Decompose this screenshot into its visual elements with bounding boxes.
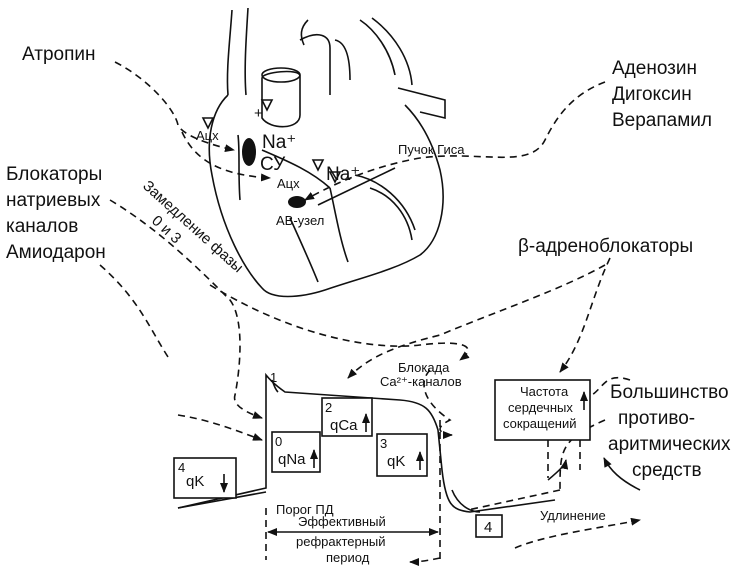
- atropine-label: Атропин: [22, 44, 96, 65]
- aorta-opening: [262, 68, 300, 82]
- plus-sign: +: [254, 105, 263, 122]
- hr-line1: Частота: [520, 384, 569, 399]
- ca-block-line1: Блокада: [398, 360, 450, 375]
- his-bundle-label: Пучок Гиса: [398, 142, 465, 157]
- ach-label-top: Ацх: [196, 128, 219, 143]
- svc-vessel: [227, 10, 232, 95]
- av-node: [288, 196, 306, 208]
- digoxin-label: Дигоксин: [612, 84, 692, 105]
- phase0-label: qNa: [278, 451, 306, 468]
- pulm-artery-2: [301, 20, 308, 45]
- left-entry-arrow: [178, 415, 262, 440]
- most-drugs-line4: средств: [632, 460, 702, 481]
- ach-label-mid: Ацх: [277, 176, 300, 191]
- ach-receptor-2: [262, 100, 272, 110]
- sa-node: [242, 138, 256, 166]
- beta-blocker-arrow: [348, 265, 605, 378]
- most-drugs-line3: аритмических: [608, 434, 731, 455]
- prolongation-arrow: [515, 520, 640, 548]
- phase3-label: qK: [387, 453, 405, 470]
- heart-inner-left-2: [370, 188, 412, 240]
- ach-receptor-3: [313, 160, 323, 170]
- na-blockers-line2: натриевых: [6, 190, 101, 211]
- na-blocker-arrow-phase0: [110, 200, 262, 418]
- beta-blockers-label: β-адреноблокаторы: [518, 236, 693, 257]
- left-pa: [360, 20, 395, 75]
- heart-septum: [330, 188, 348, 262]
- erp-line1: Эффективный: [298, 514, 386, 529]
- amiodarone-label: Амиодарон: [6, 242, 106, 263]
- svc-vessel-2: [245, 8, 248, 95]
- erp-line2: рефрактерный: [296, 534, 386, 549]
- na-plus-label-1: Na⁺: [262, 132, 296, 153]
- adenosine-label: Аденозин: [612, 58, 697, 79]
- pulm-vein: [398, 88, 445, 118]
- erp-line3: период: [326, 550, 370, 565]
- hr-solid-arrow-2: [548, 460, 566, 480]
- hr-line2: сердечных: [508, 400, 573, 415]
- hr-line3: сокращений: [503, 416, 577, 431]
- heart-inner-right: [238, 135, 240, 200]
- na-blockers-line3: каналов: [6, 216, 78, 237]
- sa-node-label: СУ: [260, 154, 286, 175]
- na-blockers-line1: Блокаторы: [6, 164, 102, 185]
- slowing-annotation: Замедление фазы 0 и 3: [126, 177, 247, 291]
- verapamil-label: Верапамил: [612, 110, 712, 131]
- na-plus-label-2: Na⁺: [326, 164, 360, 185]
- pulm-artery: [300, 35, 330, 95]
- most-drugs-line1: Большинство: [610, 382, 729, 403]
- most-drugs-arrow-2: [468, 490, 560, 510]
- erp-bottom-arrow: [410, 558, 440, 562]
- phase3-num: 3: [380, 436, 387, 451]
- beta-blocker-hr-arrow: [560, 258, 610, 372]
- phase1-num: 1: [270, 370, 277, 385]
- prolongation-label: Удлинение: [540, 508, 606, 523]
- heart-outer: [209, 95, 443, 297]
- phase4-label: qK: [186, 473, 204, 490]
- left-pa-2: [372, 18, 412, 85]
- slowing-arrow: [210, 285, 468, 360]
- amiodarone-arrow: [100, 265, 170, 360]
- phase4b-num: 4: [484, 519, 492, 536]
- phase4-num: 4: [178, 460, 185, 475]
- most-drugs-line2: противо-: [618, 408, 695, 429]
- ca-block-line2: Ca²⁺-каналов: [380, 374, 462, 389]
- phase0-num: 0: [275, 434, 282, 449]
- phase2-num: 2: [325, 400, 332, 415]
- arch-left: [335, 40, 350, 80]
- phase2-label: qCa: [330, 417, 358, 434]
- av-node-label: АВ-узел: [276, 213, 324, 228]
